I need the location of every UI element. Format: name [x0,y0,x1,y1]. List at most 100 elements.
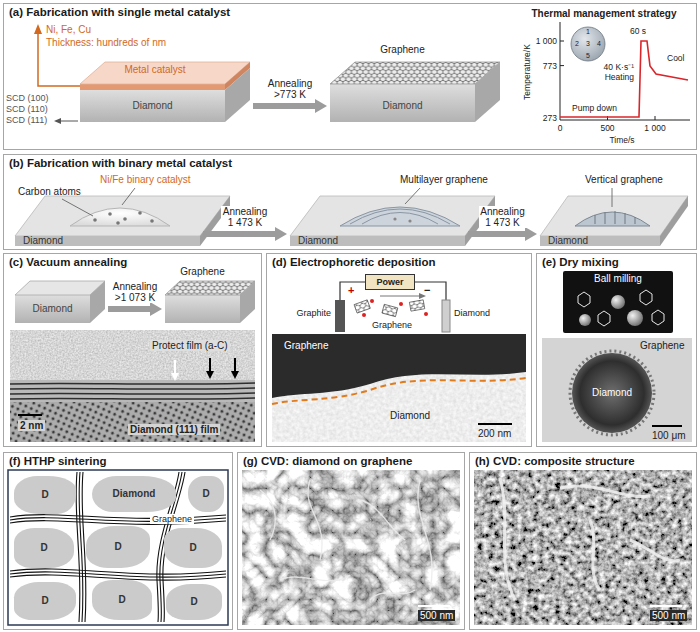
figure-panel: (e) Dry mixingBall milling [536,253,697,447]
diamond-grain: D [164,528,222,568]
diamond-grain: D [188,476,224,512]
vacuum-anneal-blocks [15,281,105,295]
tem-image [234,358,236,372]
tem-image [18,414,42,416]
orientation-pointer [54,118,78,124]
label-text: Ni/Fe binary catalyst [100,174,191,185]
sem-image [418,480,432,590]
arrow-head [315,99,327,113]
temperature-chart [560,41,564,42]
sem-image [260,480,432,600]
temperature-chart [560,22,690,120]
ball-mill-jar [579,314,591,326]
catalyst-layer: Metal catalyst [100,62,210,78]
graphene-diamond-stack [330,84,475,122]
sem-image [500,478,515,600]
temperature-chart [560,22,561,120]
graphene-layer: Graphene [330,44,500,84]
node-label: Diamond [298,235,338,246]
tem-image [231,371,239,379]
panel-title: (d) Electrophoretic deposition [272,256,436,269]
node-label: D [41,489,48,501]
graphene-diamond-stack [330,62,500,122]
figure-panel: (a) Fabrication with single metal cataly… [3,3,697,150]
catalyst-diamond-stack [80,62,250,84]
electrophoresis-cell [362,313,366,317]
label-text: Temperature/K [522,44,532,100]
sem-image [242,470,460,625]
node-label: Diamond [132,100,172,112]
figure-panel: (g) CVD: diamond on graphene [237,452,465,630]
vacuum-anneal-blocks [90,281,105,323]
tem-image [209,358,211,372]
node-label: Diamond [32,303,72,315]
figure-panel: (d) Electrophoretic depositionPower [266,253,532,447]
label-text: 100 μm [652,430,686,441]
leader-lines [405,188,420,204]
sem-image [630,540,680,561]
node-label: Metal catalyst [124,64,185,76]
anneal-arrow [108,302,162,316]
vertical-graphene-dome [595,215,596,224]
catalyst-droplet [138,211,142,215]
ball-mill-box: Ball milling [563,271,673,333]
arrow-head [525,227,537,241]
panel-title: (a) Fabrication with single metal cataly… [9,6,230,19]
edge-label: Annealing 1 473 K [479,206,527,228]
electrophoresis-cell [354,300,370,313]
diamond-grain: Diamond [92,476,176,512]
catalyst-droplet [150,219,154,223]
chart-area: Thermal management strategy [515,6,693,148]
ball-mill-jar [563,271,673,333]
diamond-grain: D [166,584,222,620]
diamond-grain: D [14,528,74,568]
sintered-composite [8,470,228,625]
label-text: 40 K·s⁻¹ [604,62,634,72]
arrow-shaft [253,103,317,109]
edge-label: Annealing 1 473 K [221,206,269,228]
tem-image [10,398,255,399]
tem-interface-image [272,378,526,404]
electrophoresis-cell [340,282,365,300]
label-text: Vertical graphene [585,174,663,185]
tem-image [10,388,255,389]
label-text: Diamond [390,410,430,421]
substrate-slabs [15,196,688,246]
label-text: 1 000 [644,123,665,133]
leader-lines [62,199,93,216]
figure-panel: (c) Vacuum annealingDiamondGraphene [3,253,262,447]
label-text: 500 nm [418,610,455,621]
orientation-pointer [54,118,61,124]
sem-image [370,590,415,600]
diamond-block: Diamond [15,295,105,323]
multilayer-graphene-droplet [340,207,460,226]
label-text: 3 [586,40,590,48]
catalyst-diamond-stack [80,84,225,90]
label-text: Diamond [454,308,490,318]
electrophoresis-cell [415,282,446,300]
vertical-graphene-dome [575,212,650,226]
electrophoresis-cell [442,300,450,332]
catalyst-diamond-stack [80,62,250,122]
sem-image [650,605,682,607]
label-text: Protect film (a-C) [150,340,230,351]
multilayer-graphene-droplet [340,207,460,226]
label-text: 1 [586,28,590,36]
diamond-block: Diamond [80,90,250,122]
tem-image [174,360,176,374]
label-text: 2 [575,40,579,48]
node-label: Diamond [113,488,156,500]
ball-mill-jar [652,310,664,325]
panel-title: (e) Dry mixing [542,256,619,269]
sem-image [260,490,275,540]
vacuum-anneal-blocks [15,281,255,323]
tem-image [10,330,255,382]
label-text: Graphene [150,514,194,524]
sem-image [474,470,692,625]
catalyst-droplet [123,217,127,221]
catalyst-droplet [108,212,112,216]
vacuum-anneal-blocks [240,281,255,323]
tem-image [10,393,255,394]
substrate-slabs [465,196,495,246]
label-text: 2 nm [18,420,45,431]
